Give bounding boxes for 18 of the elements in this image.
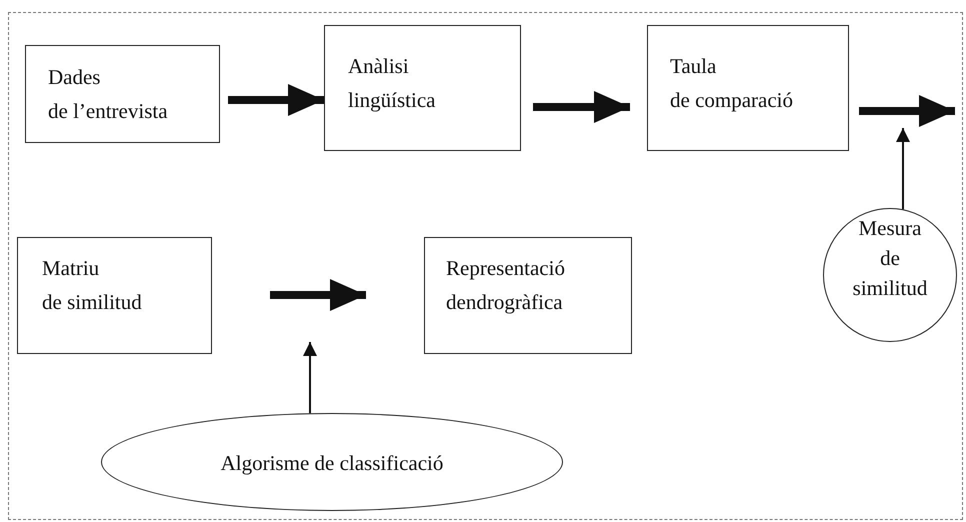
process-box (647, 25, 849, 151)
node-label: Algorisme de classificació (220, 450, 444, 477)
node-label: Taula de comparació (670, 53, 794, 114)
process-box (17, 237, 212, 354)
arrow (859, 95, 955, 127)
process-box (424, 237, 632, 354)
node-label: Matriu de similitud (42, 255, 143, 316)
arrow (228, 84, 324, 116)
node-label: Dades de l’entrevista (48, 64, 169, 125)
process-box (324, 25, 521, 151)
arrow (896, 128, 910, 210)
process-box (25, 45, 220, 143)
node-label: Representació dendrogràfica (446, 255, 566, 316)
arrow (270, 279, 366, 311)
arrow (303, 342, 317, 414)
arrow (533, 91, 630, 123)
node-label: Anàlisi lingüística (348, 53, 436, 114)
node-label: Mesura de similitud (852, 215, 928, 302)
